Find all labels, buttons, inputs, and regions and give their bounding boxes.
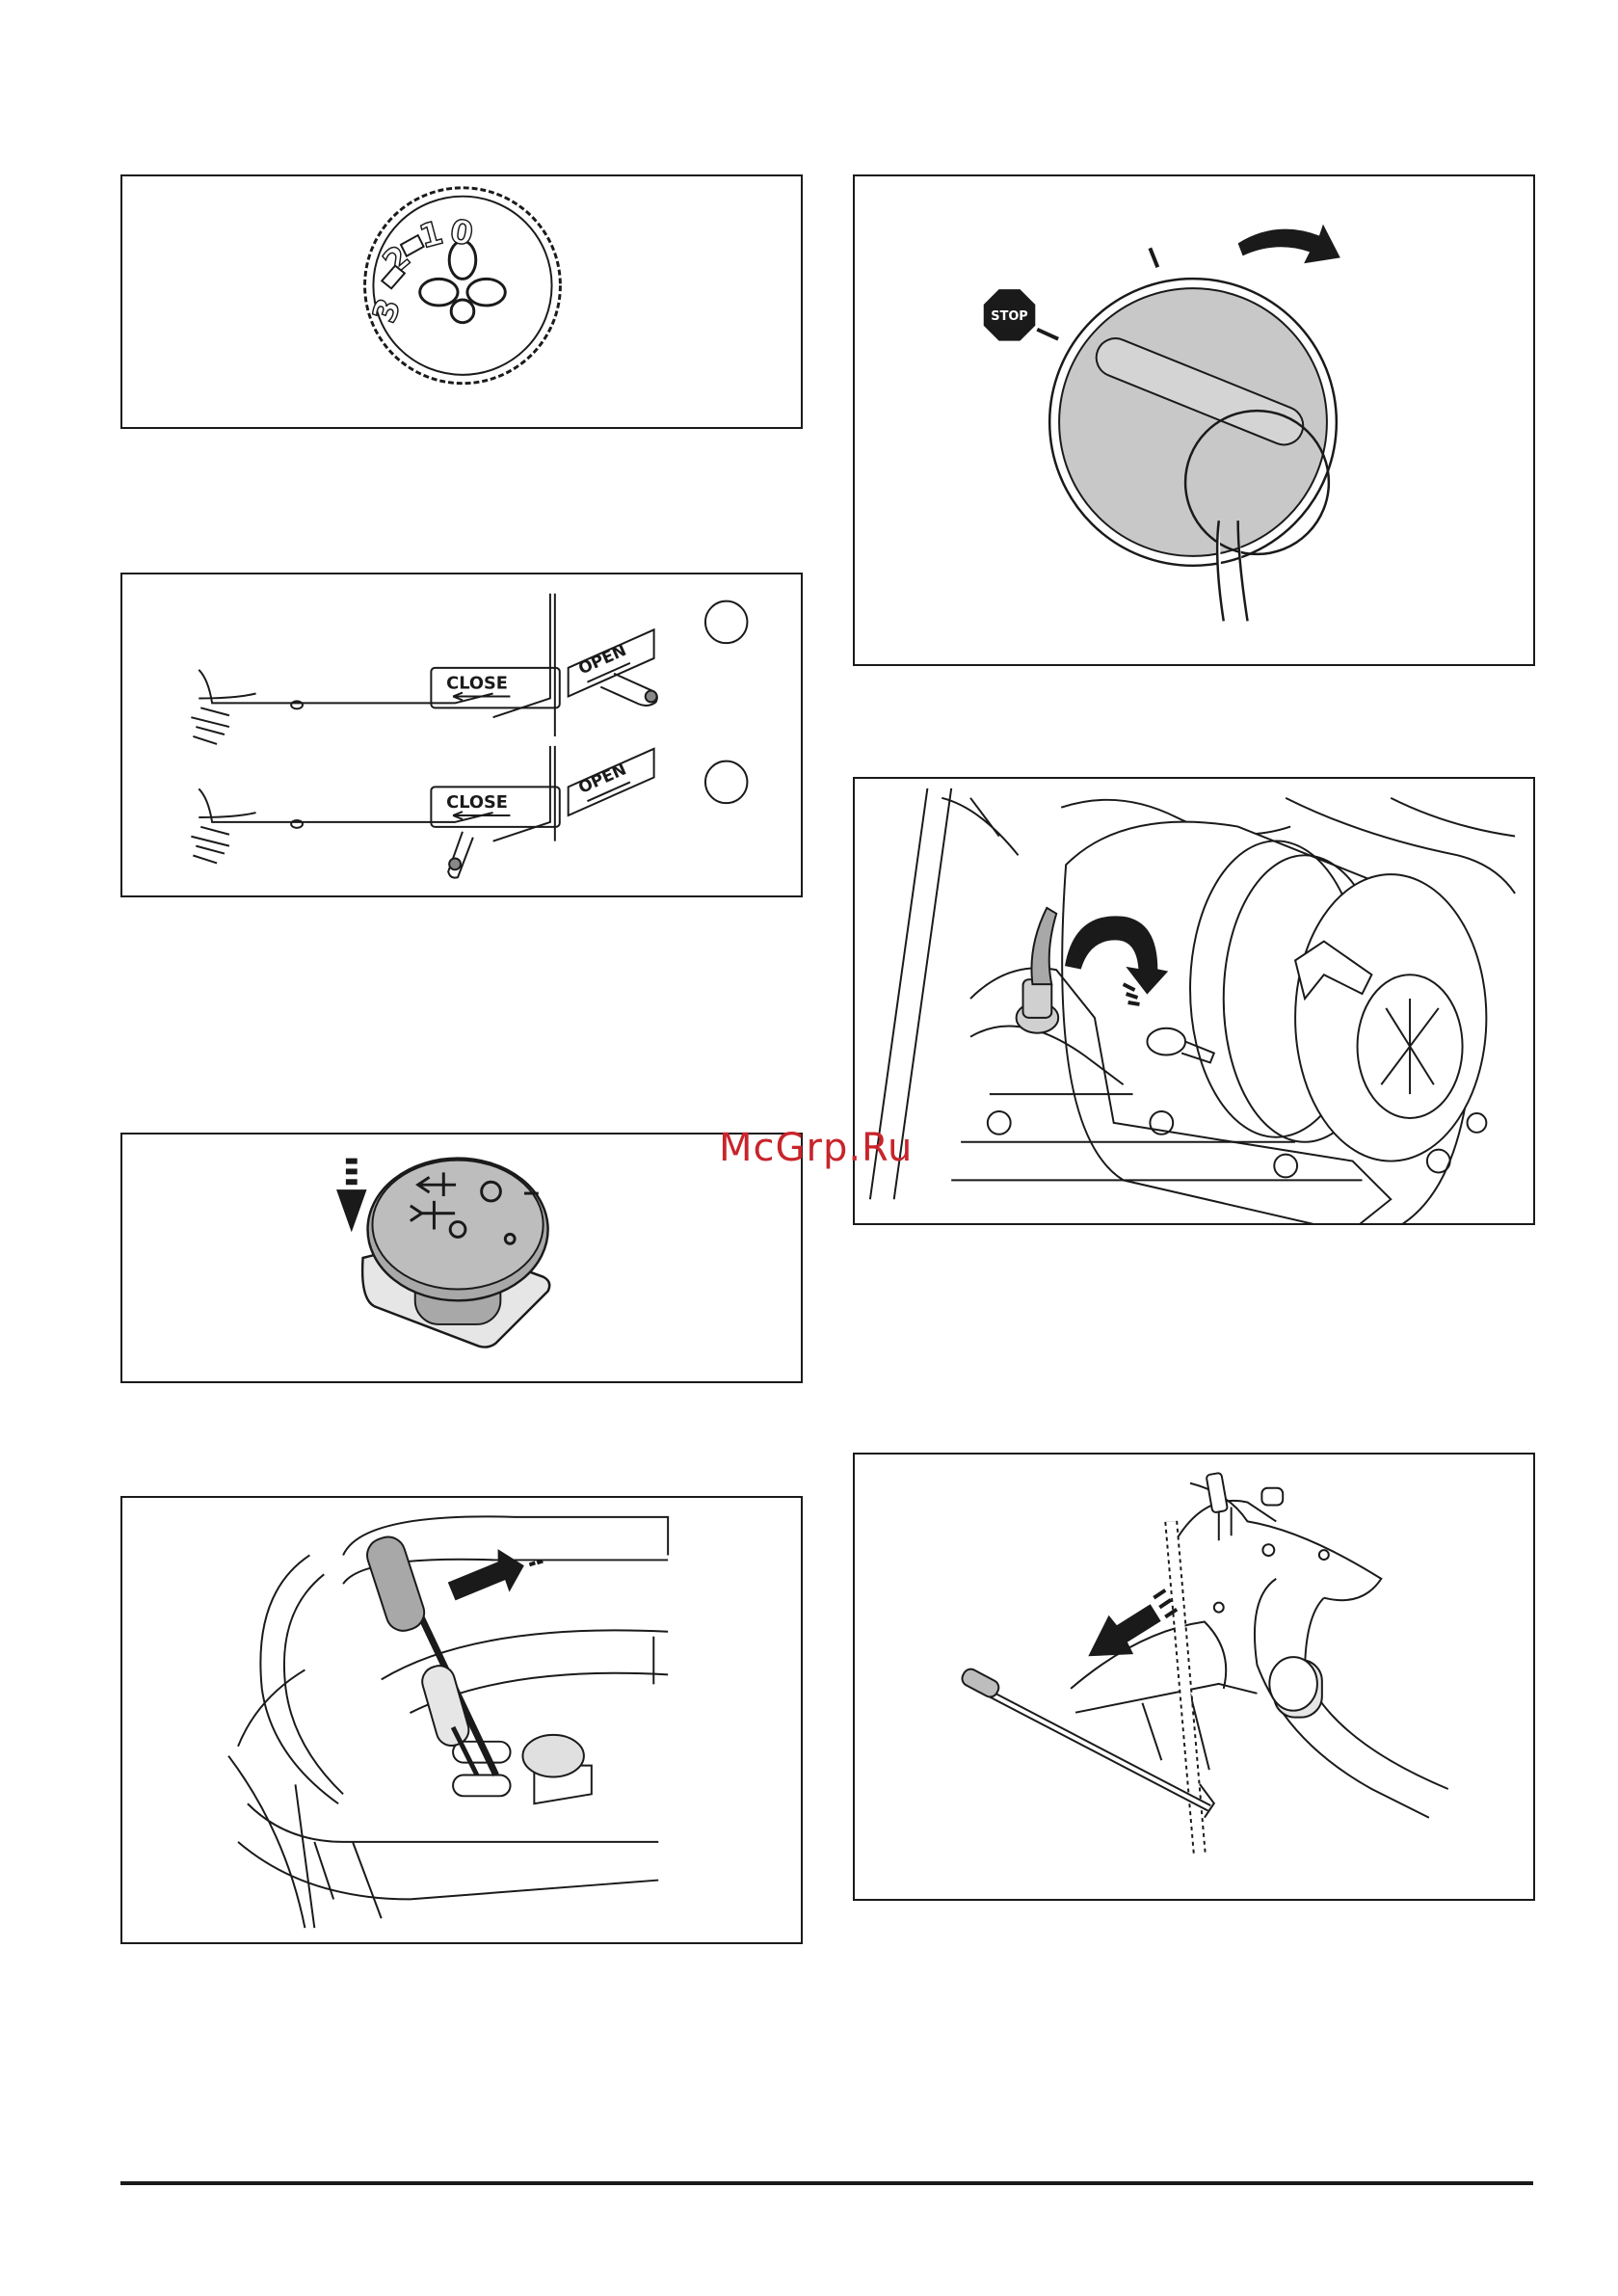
- rotate-clockwise-arrow-icon: [1238, 225, 1340, 264]
- close-label-lower: CLOSE: [446, 792, 508, 813]
- fan-dial-figure: 0 1 2 3: [120, 174, 803, 429]
- footer-rule: [120, 2181, 1533, 2185]
- callout-circle-2: [705, 761, 747, 803]
- arrow-left-icon: [445, 1547, 543, 1600]
- stop-sign-icon: STOP: [984, 289, 1036, 341]
- fan-dial-illustration: 0 1 2 3: [122, 176, 801, 427]
- vent-panel-illustration: CLOSE OPEN CLOSE OPEN: [122, 574, 801, 895]
- parking-brake-illustration: [855, 1455, 1533, 1899]
- engine-compartment-illustration: [855, 779, 1533, 1223]
- arrow-down-icon: [336, 1159, 367, 1233]
- close-label-upper: CLOSE: [446, 674, 508, 694]
- engine-compartment-figure: [853, 777, 1535, 1225]
- pto-knob-illustration: [122, 1135, 801, 1381]
- ignition-switch-illustration: STOP: [855, 176, 1533, 664]
- vent-panel-figure: CLOSE OPEN CLOSE OPEN: [120, 573, 803, 897]
- ignition-switch-figure: STOP: [853, 174, 1535, 666]
- watermark: McGrp.Ru: [719, 1126, 913, 1170]
- throttle-lever-figure: [120, 1496, 803, 1944]
- stop-label: STOP: [991, 309, 1027, 324]
- throttle-lever-illustration: [122, 1498, 801, 1942]
- pto-knob-figure: [120, 1133, 803, 1383]
- callout-circle-1: [705, 601, 747, 643]
- parking-brake-figure: [853, 1453, 1535, 1901]
